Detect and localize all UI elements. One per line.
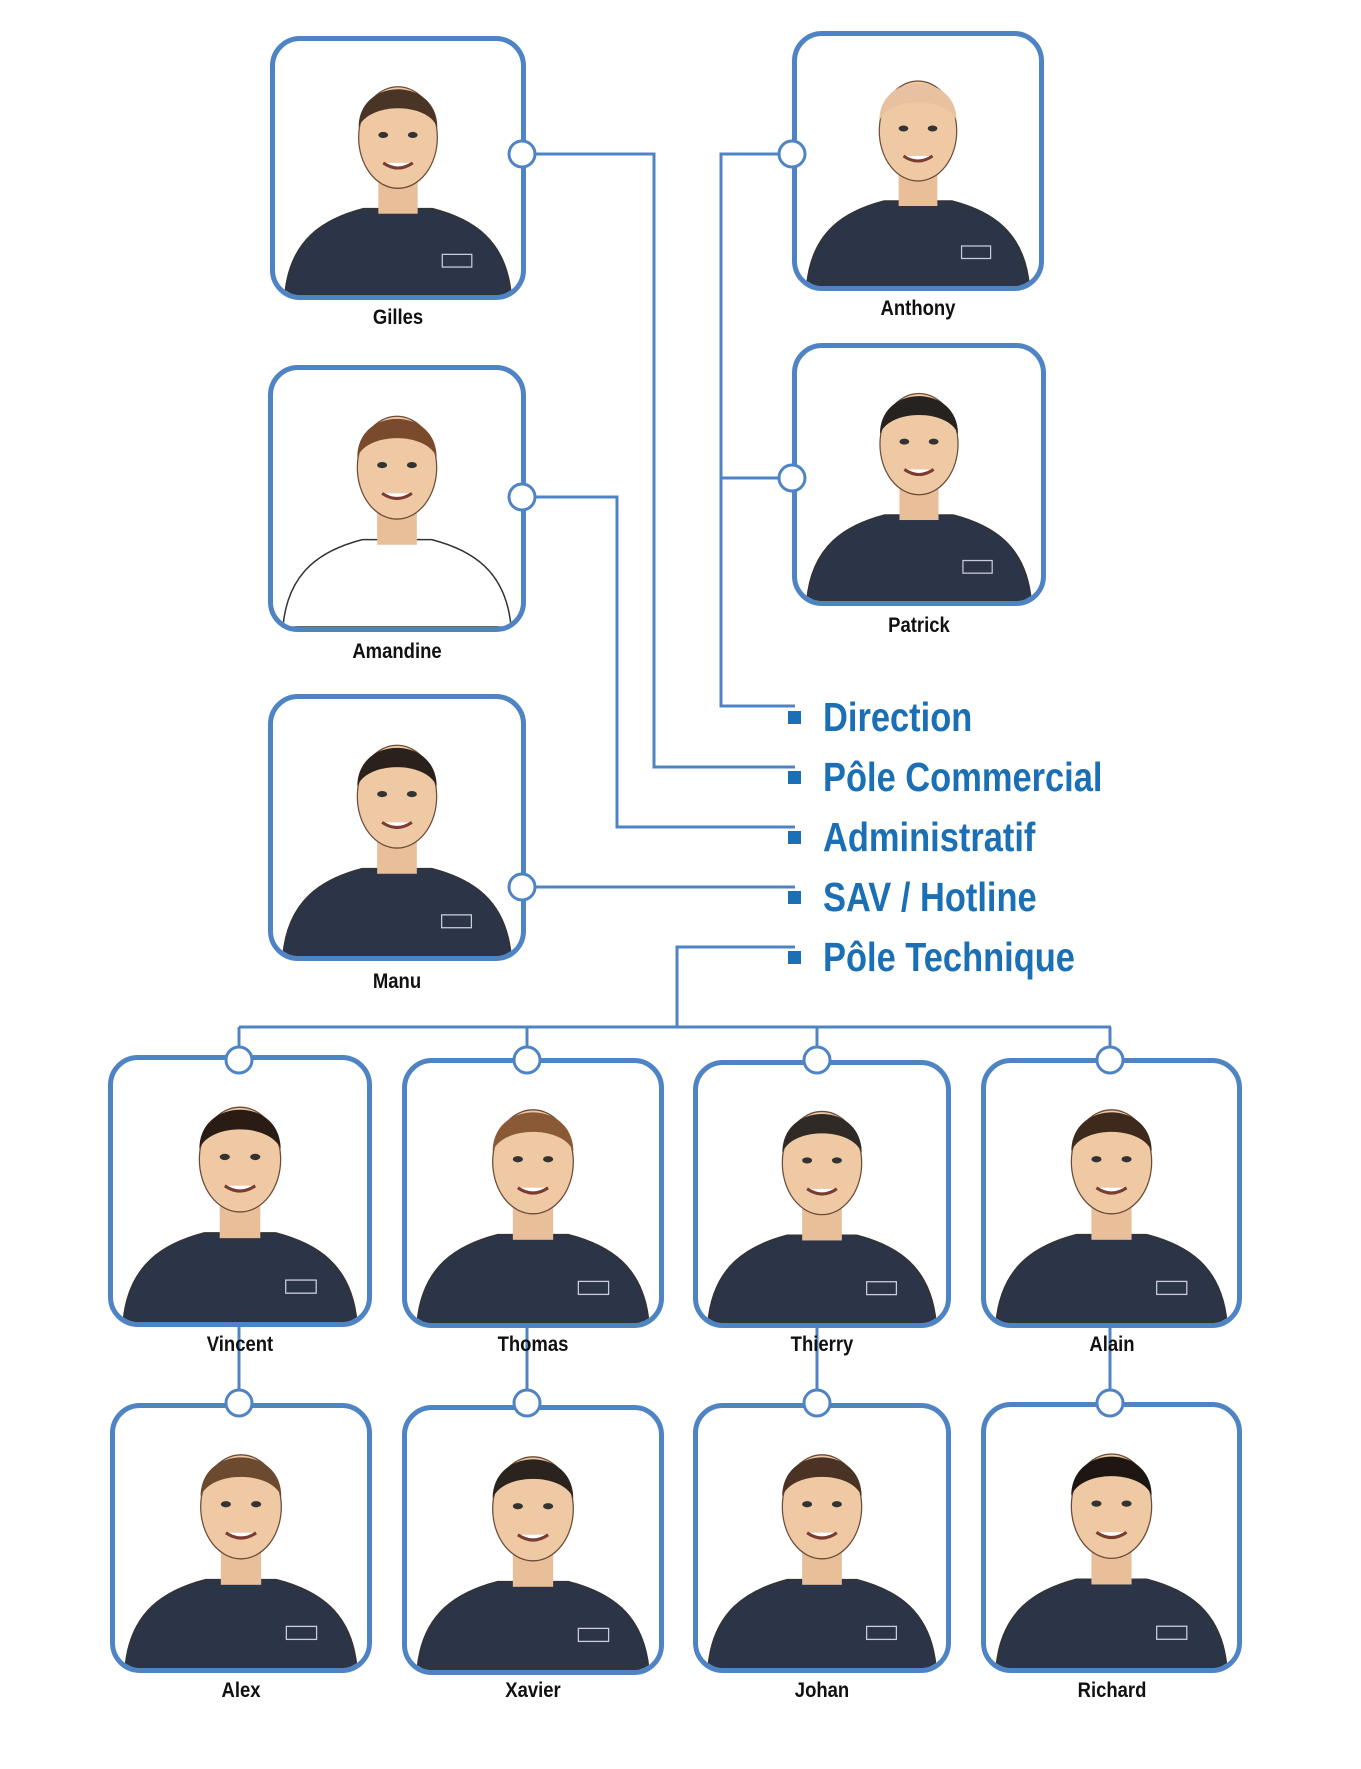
- person-card-manu: [268, 694, 526, 961]
- person-name: Richard: [1077, 1679, 1146, 1702]
- person-name: Vincent: [206, 1333, 274, 1356]
- person-name: Amandine: [352, 640, 442, 663]
- person-card-johan: [693, 1403, 951, 1673]
- person-card-xavier: [402, 1405, 664, 1675]
- portrait-illustration: [282, 744, 512, 956]
- person-card-thierry: [693, 1060, 951, 1328]
- person-card-vincent: [108, 1055, 372, 1327]
- person-card-amandine: [268, 365, 526, 632]
- portrait-illustration: [707, 1454, 937, 1668]
- person-name: Thomas: [497, 1333, 569, 1356]
- person-card-alain: [981, 1058, 1242, 1328]
- legend-label: Direction: [823, 693, 973, 740]
- portrait-illustration: [707, 1110, 937, 1323]
- legend-label: Administratif: [823, 813, 1036, 860]
- portrait-illustration: [995, 1453, 1228, 1668]
- legend-label: SAV / Hotline: [823, 873, 1037, 920]
- legend-pole-commercial: Pôle Commercial: [788, 752, 1156, 802]
- person-card-patrick: [792, 343, 1046, 606]
- line-technique-rows: [237, 1326, 1112, 1403]
- portrait-illustration: [416, 1456, 650, 1670]
- portrait-illustration: [284, 86, 512, 295]
- legend-pole-technique: Pôle Technique: [788, 932, 1123, 982]
- person-name: Anthony: [880, 297, 956, 320]
- portrait-illustration: [122, 1106, 358, 1322]
- person-card-thomas: [402, 1058, 664, 1328]
- portrait-illustration: [282, 415, 512, 627]
- portrait-illustration: [805, 80, 1031, 286]
- person-name: Alain: [1088, 1333, 1135, 1356]
- line-direction: [719, 152, 795, 708]
- person-name: Patrick: [888, 614, 950, 637]
- person-card-alex: [110, 1403, 372, 1673]
- portrait-illustration: [416, 1109, 650, 1323]
- person-name: Johan: [794, 1679, 850, 1702]
- person-name: Thierry: [790, 1333, 854, 1356]
- person-name: Gilles: [372, 306, 424, 329]
- legend-label: Pôle Technique: [823, 933, 1075, 980]
- person-name: Manu: [372, 970, 422, 993]
- legend-sav-hotline: SAV / Hotline: [788, 872, 1077, 922]
- person-name: Xavier: [505, 1679, 561, 1702]
- portrait-illustration: [806, 392, 1032, 601]
- legend-label: Pôle Commercial: [823, 753, 1103, 800]
- legend-bullet-icon: [788, 710, 801, 724]
- line-amandine-administratif: [522, 495, 795, 829]
- legend-bullet-icon: [788, 890, 801, 904]
- line-gilles-commercial: [522, 152, 795, 769]
- person-name: Alex: [221, 1679, 261, 1702]
- legend-bullet-icon: [788, 950, 801, 964]
- legend-bullet-icon: [788, 830, 801, 844]
- person-card-gilles: [270, 36, 526, 300]
- portrait-illustration: [995, 1109, 1228, 1323]
- person-card-richard: [981, 1402, 1242, 1673]
- legend-administratif: Administratif: [788, 812, 1076, 862]
- person-card-anthony: [792, 31, 1044, 291]
- portrait-illustration: [124, 1454, 358, 1668]
- legend-direction: Direction: [788, 692, 1001, 742]
- legend-bullet-icon: [788, 770, 801, 784]
